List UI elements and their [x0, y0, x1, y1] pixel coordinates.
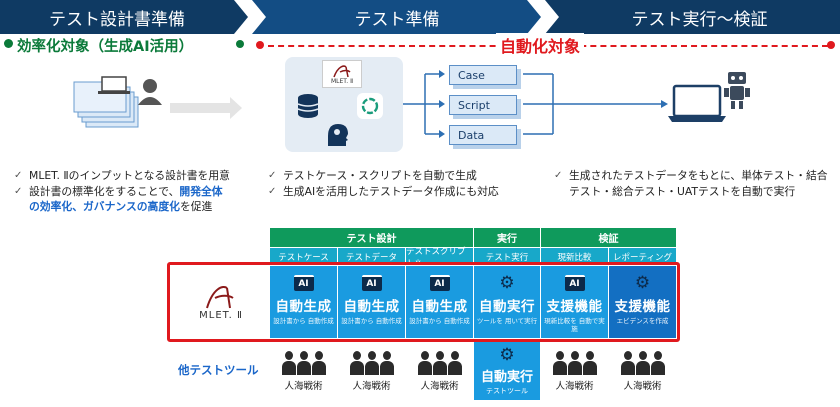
other-tools-label: 他テストツール	[178, 363, 259, 377]
check-icon: ✓	[268, 170, 277, 181]
ai-brain-head-icon	[328, 124, 348, 146]
sub-test-data: テストデータ	[338, 248, 405, 265]
check-icon: ✓	[554, 170, 563, 181]
other-cell-test-data: 人海戦術	[338, 342, 405, 400]
bullet-left-2d: を促進	[179, 200, 213, 213]
mlet-logo-cell: MLET. Ⅱ	[173, 266, 269, 338]
manual-label: 人海戦術	[352, 380, 391, 392]
flow-box-data: Data	[449, 125, 517, 145]
laptop-robot-illustration	[668, 72, 750, 122]
manual-label: 人海戦術	[555, 380, 594, 392]
mlet-cell-test-exec: ⚙ 自動実行 ツールを 用いて実行	[474, 266, 540, 338]
manual-label: 人海戦術	[420, 380, 459, 392]
people-icon	[417, 350, 462, 375]
mlet-logo-text: MLET. Ⅱ	[199, 309, 243, 321]
efficiency-heading: 効率化対象（生成AI活用）	[17, 39, 194, 55]
people-icon	[552, 350, 597, 375]
red-dot-start	[256, 41, 264, 49]
bullet-right-1: 生成されたテストデータをもとに、単体テスト・結合テスト・総合テスト・UATテスト…	[569, 169, 828, 198]
document-person-illustration	[73, 76, 242, 128]
cell-small: 設計書から 自動作成	[409, 317, 470, 325]
category-execution: 実行	[474, 228, 540, 247]
people-icon	[281, 350, 326, 375]
people-icon	[620, 350, 665, 375]
sub-compare: 現新比較	[541, 248, 608, 265]
check-icon: ✓	[14, 185, 23, 197]
cell-small: 設計書から 自動作成	[273, 317, 334, 325]
mlet-cell-test-data: AI 自動生成 設計書から 自動作成	[338, 266, 405, 338]
mlet-logo-text-small: MLET. Ⅱ	[330, 77, 354, 85]
bullet-center-1: テストケース・スクリプトを自動で生成	[283, 169, 477, 182]
green-dot-end	[236, 40, 244, 48]
ai-chip-icon: AI	[361, 275, 382, 291]
bullets-center: ✓ テストケース・スクリプトを自動で生成 ✓ 生成AIを活用したテストデータ作成にも…	[268, 168, 538, 199]
phase-test-exec: テスト実行〜検証	[631, 9, 768, 30]
flow-box-script: Script	[449, 95, 517, 115]
database-icon	[297, 94, 319, 118]
sub-test-case: テストケース	[270, 248, 337, 265]
category-verification: 検証	[541, 228, 676, 247]
cell-small: ツールを 用いて実行	[476, 317, 538, 325]
bullet-left-2a: 設計書の標準化をすることで、	[29, 184, 180, 198]
mlet-cell-test-case: AI 自動生成 設計書から 自動作成	[270, 266, 337, 338]
other-cell-reporting: 人海戦術	[609, 342, 676, 400]
cell-small: 現新比較を 自動で実施	[544, 317, 605, 333]
cell-small: 設計書から 自動作成	[341, 317, 402, 325]
phase-test-prep: テスト準備	[354, 9, 440, 30]
ai-chip-icon: AI	[293, 275, 314, 291]
mlet-logo-small: MLET. Ⅱ	[322, 60, 362, 88]
openai-icon	[357, 93, 383, 119]
mlet-logo-mark-large	[206, 285, 234, 308]
automation-heading: 自動化対象	[496, 33, 585, 57]
bullet-left-1: MLET. Ⅱのインプットとなる設計書を用意	[29, 169, 230, 182]
sub-reporting: レポーティング	[609, 248, 676, 265]
manual-label: 人海戦術	[623, 380, 662, 392]
cell-small: エビデンスを作成	[616, 317, 669, 325]
other-cell-compare: 人海戦術	[541, 342, 608, 400]
ai-chip-icon: AI	[564, 275, 585, 291]
cell-small: テストツール	[486, 387, 528, 395]
bullet-center-2: 生成AIを活用したテストデータ作成にも対応	[283, 184, 499, 198]
mlet-logo-mark	[333, 64, 351, 77]
mlet-highlight-border	[167, 262, 680, 342]
cell-big: 自動生成	[411, 299, 468, 315]
mlet-cell-compare: AI 支援機能 現新比較を 自動で実施	[541, 266, 608, 338]
other-cell-test-case: 人海戦術	[270, 342, 337, 400]
flow-box-case: Case	[449, 65, 517, 85]
bullet-left-2b: 開発全体	[179, 184, 223, 198]
bullet-left-2: 設計書の標準化をすることで、開発全体の効率化、ガバナンスの高度化を促進	[29, 184, 223, 215]
bullets-left: ✓ MLET. Ⅱのインプットとなる設計書を用意 ✓ 設計書の標準化をすることで、開…	[14, 168, 250, 215]
red-dot-end	[827, 41, 835, 49]
ai-chip-icon: AI	[429, 275, 450, 291]
other-cell-test-script: 人海戦術	[406, 342, 473, 400]
cell-big: 自動実行	[480, 370, 533, 385]
cell-big: 自動生成	[275, 299, 332, 315]
flow-arrows	[403, 70, 668, 138]
check-icon: ✓	[268, 185, 277, 197]
gear-icon: ⚙	[499, 345, 515, 365]
phase-design-prep: テスト設計書準備	[49, 9, 185, 30]
other-cell-test-exec: ⚙ 自動実行 テストツール	[474, 342, 540, 400]
gear-icon: ⚙	[634, 273, 651, 293]
mlet-cell-reporting: ⚙ 支援機能 エビデンスを作成	[609, 266, 676, 338]
cell-big: 自動実行	[479, 299, 535, 315]
sub-test-exec: テスト実行	[474, 248, 540, 265]
cell-big: 自動生成	[343, 299, 400, 315]
cell-big: 支援機能	[546, 299, 603, 315]
bullets-right: ✓ 生成されたテストデータをもとに、単体テスト・結合テスト・総合テスト・UATテス…	[554, 168, 834, 199]
bullet-left-2c: の効率化、ガバナンスの高度化	[29, 200, 180, 213]
check-icon: ✓	[14, 170, 23, 181]
cell-big: 支援機能	[614, 299, 671, 315]
people-icon	[349, 350, 394, 375]
gear-icon: ⚙	[499, 273, 515, 293]
category-test-design: テスト設計	[270, 228, 473, 247]
manual-label: 人海戦術	[284, 380, 323, 392]
phase-banner	[0, 0, 840, 34]
mlet-cell-test-script: AI 自動生成 設計書から 自動作成	[406, 266, 473, 338]
green-dot	[4, 39, 13, 48]
